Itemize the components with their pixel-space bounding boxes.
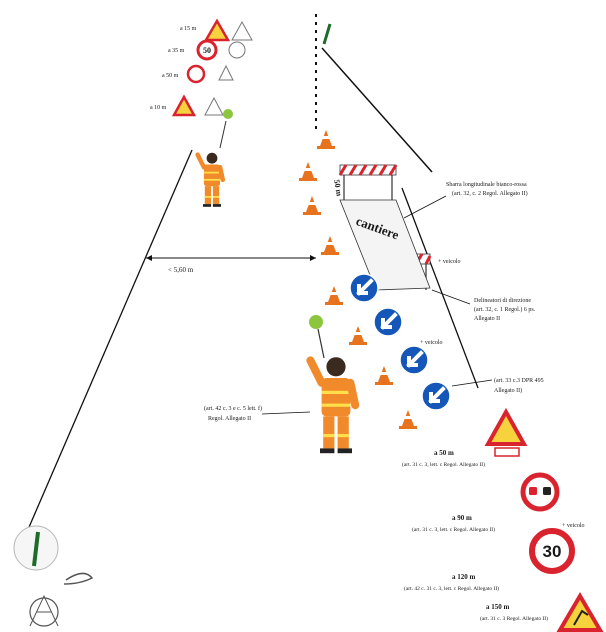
triangle-outline-small-icon	[218, 64, 234, 81]
direction-note: Delineatori di direzione (art. 32, c. 1 …	[431, 289, 536, 322]
svg-text:(art. 32, c. 2 Regol. Allegato: (art. 32, c. 2 Regol. Allegato II)	[452, 190, 528, 197]
road-works-icon-small	[171, 94, 197, 117]
speed-limit-value: 30	[543, 542, 562, 561]
svg-text:Regol. Allegato II: Regol. Allegato II	[208, 416, 251, 422]
sign4-ref: (art. 31 c. 3 Regol. Allegato II)	[480, 615, 548, 622]
barrier-note: Sbarra longitudinale bianco-rossa (art. …	[403, 182, 528, 219]
sign3-ref: (art. 42 c. 31 c. 3, lett. c Regol. Alle…	[404, 585, 499, 592]
bottom-left-signs	[13, 525, 94, 627]
top-paddle-pole	[219, 120, 227, 149]
barrier-top	[338, 164, 398, 200]
taper-line	[401, 187, 479, 389]
speed-limit-30-sign: 30	[529, 528, 575, 574]
triangle-outline-icon-2	[204, 96, 224, 116]
lower-paddle-pole	[317, 328, 325, 359]
top-seq-distance-1: a 15 m	[180, 26, 197, 32]
cone	[375, 366, 393, 385]
keep-left-arrow-icon	[420, 380, 452, 412]
distance-marker-50m: 50 m	[332, 179, 344, 197]
keep-left-arrow-icon	[398, 344, 430, 376]
road-works-icon	[484, 407, 528, 446]
sign4-distance: a 150 m	[486, 603, 510, 611]
circle-outline-icon	[228, 41, 246, 59]
top-speed-value: 50	[203, 46, 211, 55]
svg-text:(art. 33 c.3 DPR 495: (art. 33 c.3 DPR 495	[494, 377, 544, 384]
road-works-icon	[203, 18, 231, 42]
svg-text:(art. 32, c. 1 Regol.) 6 ps.: (art. 32, c. 1 Regol.) 6 ps.	[474, 306, 536, 313]
top-seq-distance-3: a 50 m	[162, 73, 179, 79]
work-area	[339, 199, 431, 291]
keep-left-arrow-icon	[348, 272, 380, 304]
green-paddle-icon	[223, 109, 233, 119]
road-works-sign-1	[484, 407, 528, 457]
cone	[399, 410, 417, 429]
lower-green-paddle-icon	[309, 315, 323, 329]
cone	[321, 236, 339, 255]
speed-limit-icon	[196, 39, 218, 61]
cone	[299, 162, 317, 181]
sign1-distance: a 50 m	[434, 449, 454, 457]
sign3-distance: a 120 m	[452, 573, 476, 581]
svg-text:(art. 42 c. 3 e c. 5 lett. f): (art. 42 c. 3 e c. 5 lett. f)	[204, 405, 262, 412]
width-label: < 5,60 m	[168, 266, 194, 274]
svg-text:Delineatori di direzione: Delineatori di direzione	[474, 298, 531, 304]
veicolo-label-1: + veicolo	[438, 259, 461, 265]
top-seq-distance-4: a 10 m	[150, 105, 167, 111]
triangle-outline-icon	[231, 20, 253, 41]
cone	[317, 130, 335, 149]
sign2-distance: a 90 m	[452, 514, 472, 522]
veicolo-label-2: + veicolo	[420, 340, 443, 346]
cone	[303, 196, 321, 215]
center-marker	[315, 14, 332, 132]
cone	[325, 286, 343, 305]
flagman-note: (art. 42 c. 3 e c. 5 lett. f) Regol. All…	[204, 405, 311, 422]
road-works-sign-2	[556, 592, 604, 632]
width-dimension: < 5,60 m	[146, 255, 316, 274]
no-overtaking-sign	[520, 472, 560, 512]
road-center-line	[321, 47, 433, 173]
top-seq-distance-2: a 35 m	[168, 48, 185, 54]
top-sign-sequence: a 15 m a 35 m 50 a 50 m a 10 m	[150, 18, 253, 119]
svg-text:Sbarra longitudinale bianco-ro: Sbarra longitudinale bianco-rossa	[446, 182, 527, 188]
svg-text:Allegato II: Allegato II	[474, 316, 500, 322]
road-left-edge	[19, 149, 193, 549]
sign1-ref: (art. 31 c. 3, lett. c Regol. Allegato I…	[402, 461, 485, 468]
sign2-ref: (art. 31 c. 3, lett. c Regol. Allegato I…	[412, 526, 495, 533]
cone	[349, 326, 367, 345]
cone-note: (art. 33 c.3 DPR 495 Allegato II)	[451, 377, 544, 394]
top-flagman-worker	[198, 153, 223, 207]
lower-flagman-worker	[310, 357, 355, 453]
veicolo-label-3: + veicolo	[562, 523, 585, 529]
no-overtaking-icon	[186, 64, 206, 84]
keep-left-arrow-icon	[372, 306, 404, 338]
svg-text:Allegato II): Allegato II)	[494, 387, 522, 394]
